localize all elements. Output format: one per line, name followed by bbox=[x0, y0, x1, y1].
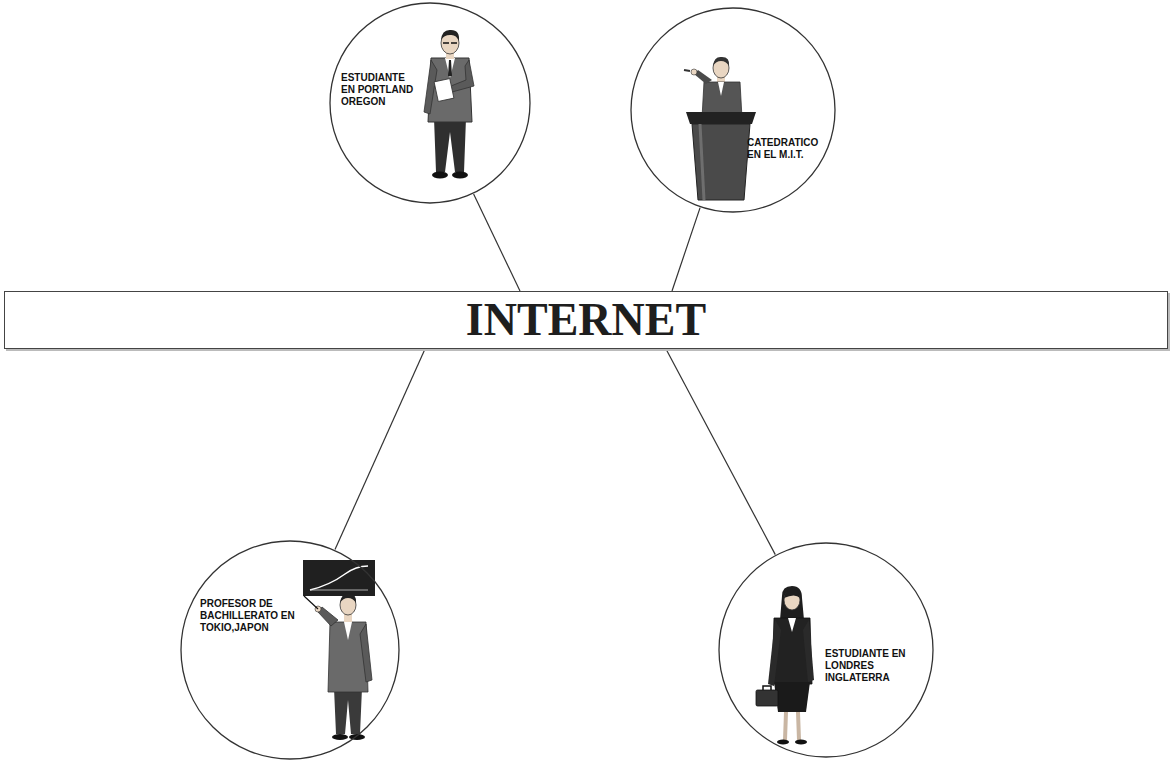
circle-outline bbox=[180, 540, 400, 760]
network-link bbox=[666, 349, 775, 555]
student-figure bbox=[424, 30, 474, 179]
person-circle: ESTUDIANTE EN LONDRES INGLATERRA bbox=[718, 542, 934, 758]
location-label: CATEDRATICO EN EL M.I.T. bbox=[747, 137, 823, 161]
location-label: ESTUDIANTE EN PORTLAND OREGON bbox=[341, 72, 421, 108]
network-link bbox=[335, 349, 425, 550]
person-circle: CATEDRATICO EN EL M.I.T. bbox=[630, 7, 836, 213]
teacher-figure bbox=[303, 560, 375, 740]
lecturer-figure bbox=[684, 57, 756, 200]
band-title: INTERNET bbox=[466, 295, 706, 345]
businesswoman-figure bbox=[756, 586, 814, 745]
person-circle: PROFESOR DE BACHILLERATO EN TOKIO,JAPON bbox=[180, 540, 400, 760]
network-band: INTERNET bbox=[4, 291, 1168, 349]
network-link bbox=[672, 208, 700, 291]
network-link bbox=[474, 194, 520, 291]
person-circle: ESTUDIANTE EN PORTLAND OREGON bbox=[329, 2, 531, 204]
location-label: PROFESOR DE BACHILLERATO EN TOKIO,JAPON bbox=[200, 598, 300, 634]
circle-outline bbox=[630, 7, 836, 213]
location-label: ESTUDIANTE EN LONDRES INGLATERRA bbox=[825, 648, 907, 684]
